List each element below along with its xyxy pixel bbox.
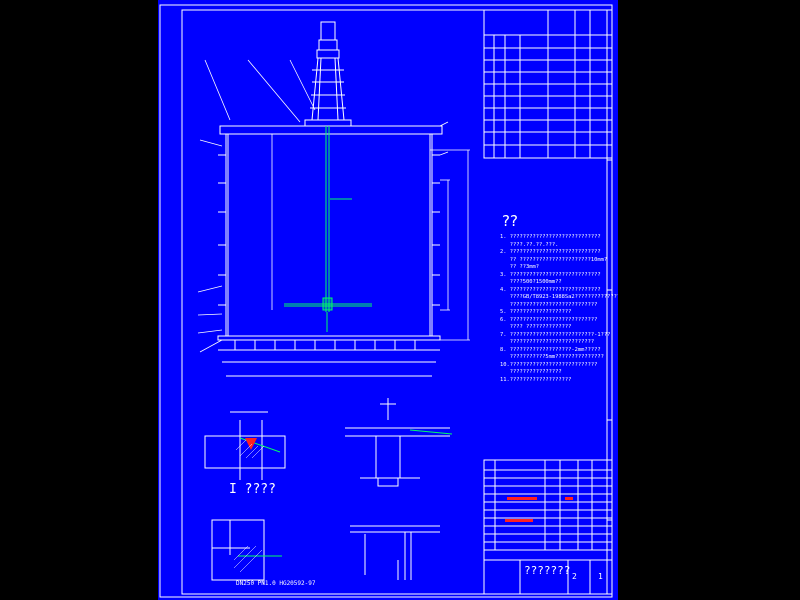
sheet-number: 2 xyxy=(572,572,577,581)
note-line: ????GB/T8923-1988Sa2??????????????? xyxy=(500,294,618,300)
note-line: 6. ??????????????????????????? xyxy=(500,316,598,323)
agitator-shaft xyxy=(284,126,372,332)
dimension-lines xyxy=(197,59,470,353)
note-line: 5. ??????????????????? xyxy=(500,309,572,315)
cad-viewport[interactable]: ?? 1. ???????????????????????????? ????.… xyxy=(158,0,618,600)
note-line: ????500?1500mm?? xyxy=(500,279,562,285)
parts-list-table xyxy=(483,459,613,595)
tank-drawing xyxy=(159,4,613,598)
note-line: ???????????????? xyxy=(500,369,562,375)
note-line: 11.??????????????????? xyxy=(500,376,572,383)
note-line: ?????????????????????????? xyxy=(500,339,595,345)
note-line: 7. ??????????????????????????-1??? xyxy=(500,331,611,338)
note-line: ????.??.??.???. xyxy=(500,241,559,248)
sheet-total: 1 xyxy=(598,572,603,581)
notes-title: ?? xyxy=(502,212,518,230)
drawing-name: ??????? xyxy=(524,564,571,577)
note-line: 10.??????????????????????????? xyxy=(500,361,598,368)
detail-view-angle xyxy=(350,525,440,580)
design-parameter-table xyxy=(483,9,613,159)
detail-view-tee xyxy=(345,398,450,487)
note-line: 1. ???????????????????????????? xyxy=(500,234,601,240)
outer-border xyxy=(159,4,613,598)
bottom-supports xyxy=(234,340,416,350)
note-line: 2. ???????????????????????????? xyxy=(500,249,601,255)
weld-marks xyxy=(245,438,573,522)
side-nozzles xyxy=(218,154,440,306)
note-line: ??????????????????????????? xyxy=(500,301,598,308)
agitator-drive xyxy=(304,21,352,127)
inner-border xyxy=(181,9,608,595)
tank-shell xyxy=(217,125,443,377)
note-line: ???????????5mm??????????????? xyxy=(500,354,604,360)
detail-label: I ???? xyxy=(229,482,276,497)
note-line: ???? ?????????????? xyxy=(500,324,572,330)
detail-view-flange xyxy=(204,411,286,480)
note-line: ?? ??3mm? xyxy=(500,264,539,270)
note-line: ?? ??????????????????????10mm? xyxy=(500,256,608,263)
note-line: 8. ???????????????????-2mm????? xyxy=(500,346,601,353)
note-line: 4. ???????????????????????????? xyxy=(500,286,601,293)
standard-reference: DN250 PN1.0 HG20592-97 xyxy=(236,580,316,587)
note-line: 3. ???????????????????????????? xyxy=(500,271,601,278)
detail-view-corner xyxy=(211,519,265,585)
